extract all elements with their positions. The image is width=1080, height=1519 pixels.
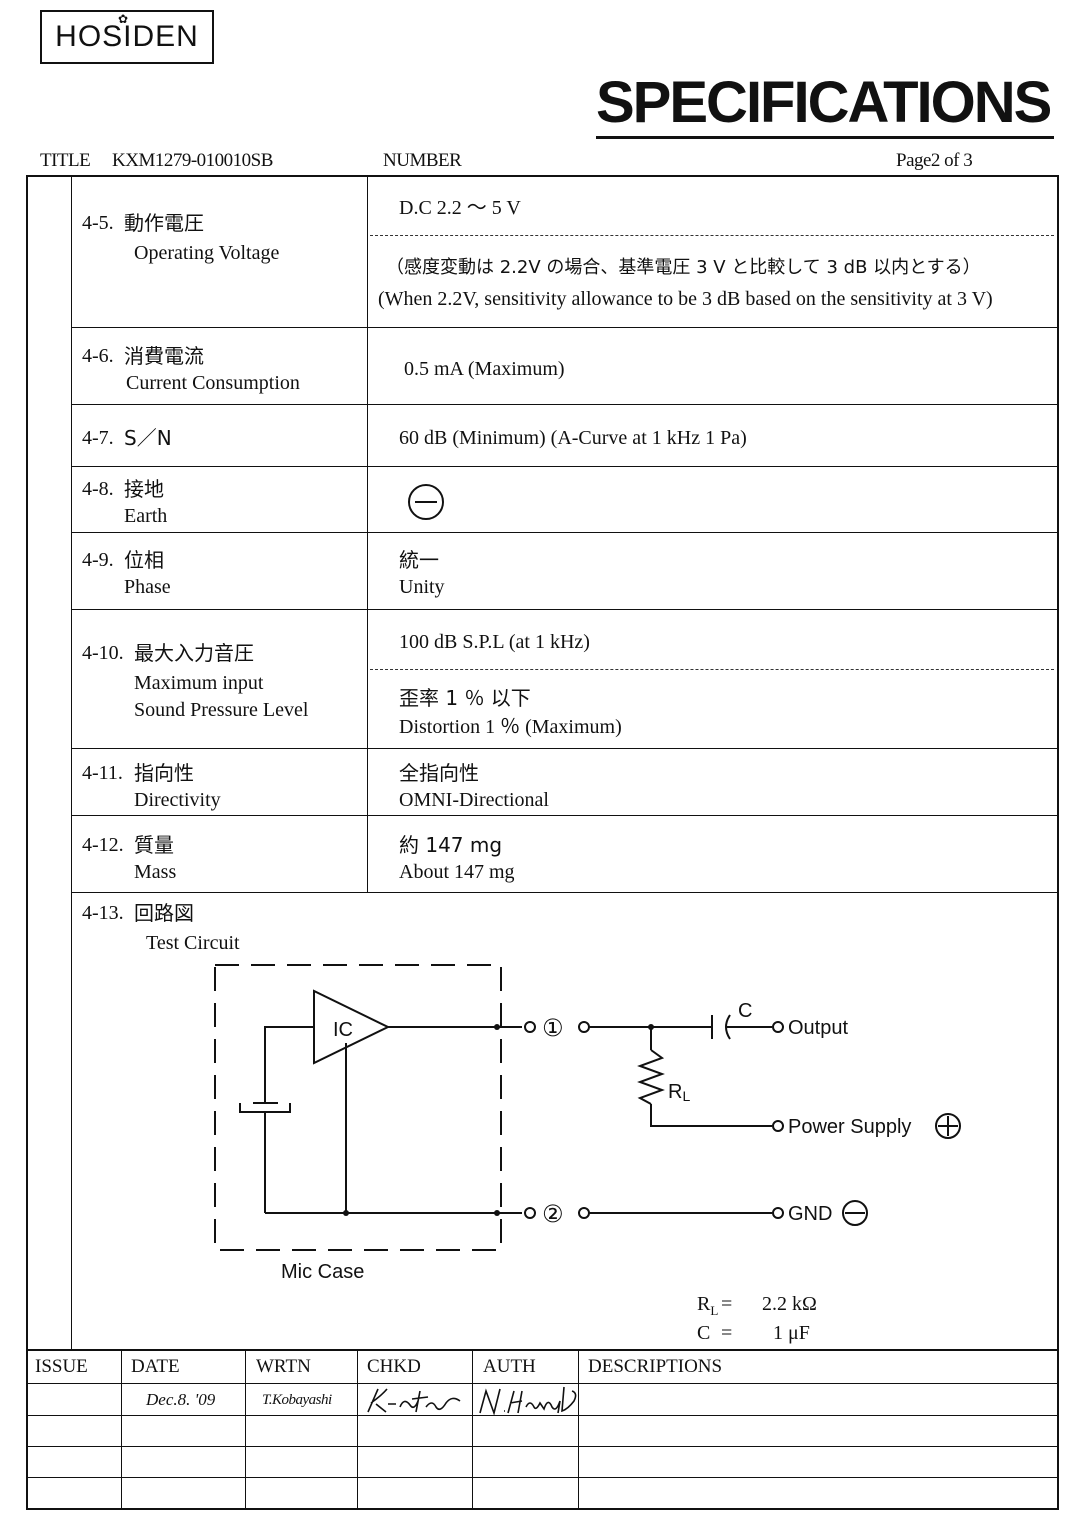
spec-label-en: Operating Voltage xyxy=(134,242,280,264)
page-title: SPECIFICATIONS xyxy=(596,70,1052,135)
row-divider xyxy=(71,466,1057,467)
minus-circle-icon xyxy=(408,484,444,520)
spec-value-jp: 全指向性 xyxy=(399,761,479,785)
col-header-issue: ISSUE xyxy=(35,1356,88,1377)
spec-frame xyxy=(26,175,1059,1510)
page-number: Page2 of 3 xyxy=(896,150,973,171)
spec-number: 4-7. xyxy=(82,427,114,449)
col-header-date: DATE xyxy=(131,1356,180,1377)
issue-table-row-line xyxy=(27,1446,1058,1447)
issue-table-top xyxy=(27,1349,1058,1351)
spec-value: 0.5 mA (Maximum) xyxy=(404,358,565,380)
spec-value-en: About 147 mg xyxy=(399,861,515,883)
row-divider xyxy=(71,609,1057,610)
dashed-divider xyxy=(370,669,1054,670)
col-header-chkd: CHKD xyxy=(367,1356,421,1377)
logo-mark-icon: ✿ xyxy=(118,12,129,26)
spec-label-en: Phase xyxy=(124,576,171,598)
row-divider xyxy=(71,815,1057,816)
rl-equals: = xyxy=(721,1293,733,1315)
spec-label-en: Test Circuit xyxy=(146,932,240,954)
issue-table-col-line xyxy=(578,1350,579,1508)
title-underline xyxy=(596,136,1054,139)
spec-label-jp: 動作電圧 xyxy=(124,211,204,235)
spec-label-jp: 質量 xyxy=(134,833,174,857)
spec-value: 100 dB S.P.L (at 1 kHz) xyxy=(399,631,590,653)
pin-2-label: ② xyxy=(542,1201,564,1228)
ic-label: IC xyxy=(333,1019,353,1041)
gnd-label: GND xyxy=(788,1203,832,1225)
spec-note-jp: （感度変動は 2.2V の場合、基準電圧 3 V と比較して 3 dB 以内とす… xyxy=(386,257,981,278)
spec-label-en: Maximum input xyxy=(134,672,264,694)
mic-case-label: Mic Case xyxy=(281,1261,364,1283)
spec-label-en: Earth xyxy=(124,505,168,527)
spec-value-jp: 歪率 1 ％ 以下 xyxy=(399,686,531,710)
left-margin-line xyxy=(71,176,72,1349)
hosiden-logo: HOSIDEN xyxy=(40,10,214,64)
title-value: KXM1279-010010SB xyxy=(112,150,273,171)
title-label: TITLE xyxy=(40,150,91,171)
spec-label-en: Sound Pressure Level xyxy=(134,699,309,721)
spec-value-en: Unity xyxy=(399,576,445,598)
col-header-wrtn: WRTN xyxy=(256,1356,311,1377)
spec-number: 4-13. xyxy=(82,902,124,924)
spec-label-en: Mass xyxy=(134,861,177,883)
number-label: NUMBER xyxy=(383,150,462,171)
c-equals: = xyxy=(721,1322,733,1344)
checked-signature xyxy=(367,1388,461,1413)
spec-label-en: Current Consumption xyxy=(126,372,300,394)
resistor-label: RL xyxy=(668,1081,690,1104)
c-value: 1 μF xyxy=(773,1322,810,1344)
col-header-auth: AUTH xyxy=(483,1356,536,1377)
spec-number: 4-10. xyxy=(82,642,124,664)
issue-table-col-line xyxy=(121,1350,122,1508)
dashed-divider xyxy=(370,235,1054,236)
spec-label-en: Directivity xyxy=(134,789,221,811)
spec-value: D.C 2.2 ～ 5 V xyxy=(399,197,521,219)
spec-value-jp: 約 147 mg xyxy=(399,833,503,857)
spec-note-en: (When 2.2V, sensitivity allowance to be … xyxy=(378,288,993,310)
spec-label-jp: 位相 xyxy=(124,548,164,572)
spec-number: 4-6. xyxy=(82,345,114,367)
pin-1-label: ① xyxy=(542,1015,564,1042)
spec-value-en: OMNI-Directional xyxy=(399,789,549,811)
authorized-signature xyxy=(479,1386,577,1416)
issue-date: Dec.8. '09 xyxy=(146,1390,216,1409)
row-divider xyxy=(71,532,1057,533)
capacitor-label: C xyxy=(738,1000,752,1022)
spec-label-jp: 接地 xyxy=(124,477,164,501)
c-name: C xyxy=(697,1322,711,1344)
output-label: Output xyxy=(788,1017,848,1039)
issue-written-by: T.Kobayashi xyxy=(262,1392,332,1408)
spec-value: 60 dB (Minimum) (A-Curve at 1 kHz 1 Pa) xyxy=(399,427,747,449)
issue-table-row-line xyxy=(27,1477,1058,1478)
rl-value: 2.2 kΩ xyxy=(762,1293,817,1315)
spec-number: 4-12. xyxy=(82,834,124,856)
row-divider xyxy=(71,327,1057,328)
spec-value-en: Distortion 1 ％ (Maximum) xyxy=(399,716,622,738)
spec-label-jp: 指向性 xyxy=(134,761,194,785)
column-divider xyxy=(367,176,368,892)
row-divider xyxy=(71,404,1057,405)
issue-table-col-line xyxy=(245,1350,246,1508)
spec-number: 4-11. xyxy=(82,762,123,784)
spec-label-jp: 最大入力音圧 xyxy=(134,641,254,665)
spec-label-jp: S／N xyxy=(124,426,172,450)
spec-number: 4-5. xyxy=(82,212,114,234)
row-divider xyxy=(71,748,1057,749)
col-header-descriptions: DESCRIPTIONS xyxy=(588,1356,723,1377)
power-supply-label: Power Supply xyxy=(788,1116,911,1138)
issue-table-row-line xyxy=(27,1383,1058,1384)
row-divider xyxy=(71,892,1057,893)
spec-label-jp: 消費電流 xyxy=(124,344,204,368)
issue-table-col-line xyxy=(472,1350,473,1508)
spec-label-jp: 回路図 xyxy=(134,901,194,925)
issue-table-col-line xyxy=(357,1350,358,1508)
rl-name: RL xyxy=(697,1293,719,1318)
issue-table-row-line xyxy=(27,1415,1058,1416)
spec-value-jp: 統一 xyxy=(399,548,439,572)
spec-number: 4-8. xyxy=(82,478,114,500)
spec-number: 4-9. xyxy=(82,549,114,571)
